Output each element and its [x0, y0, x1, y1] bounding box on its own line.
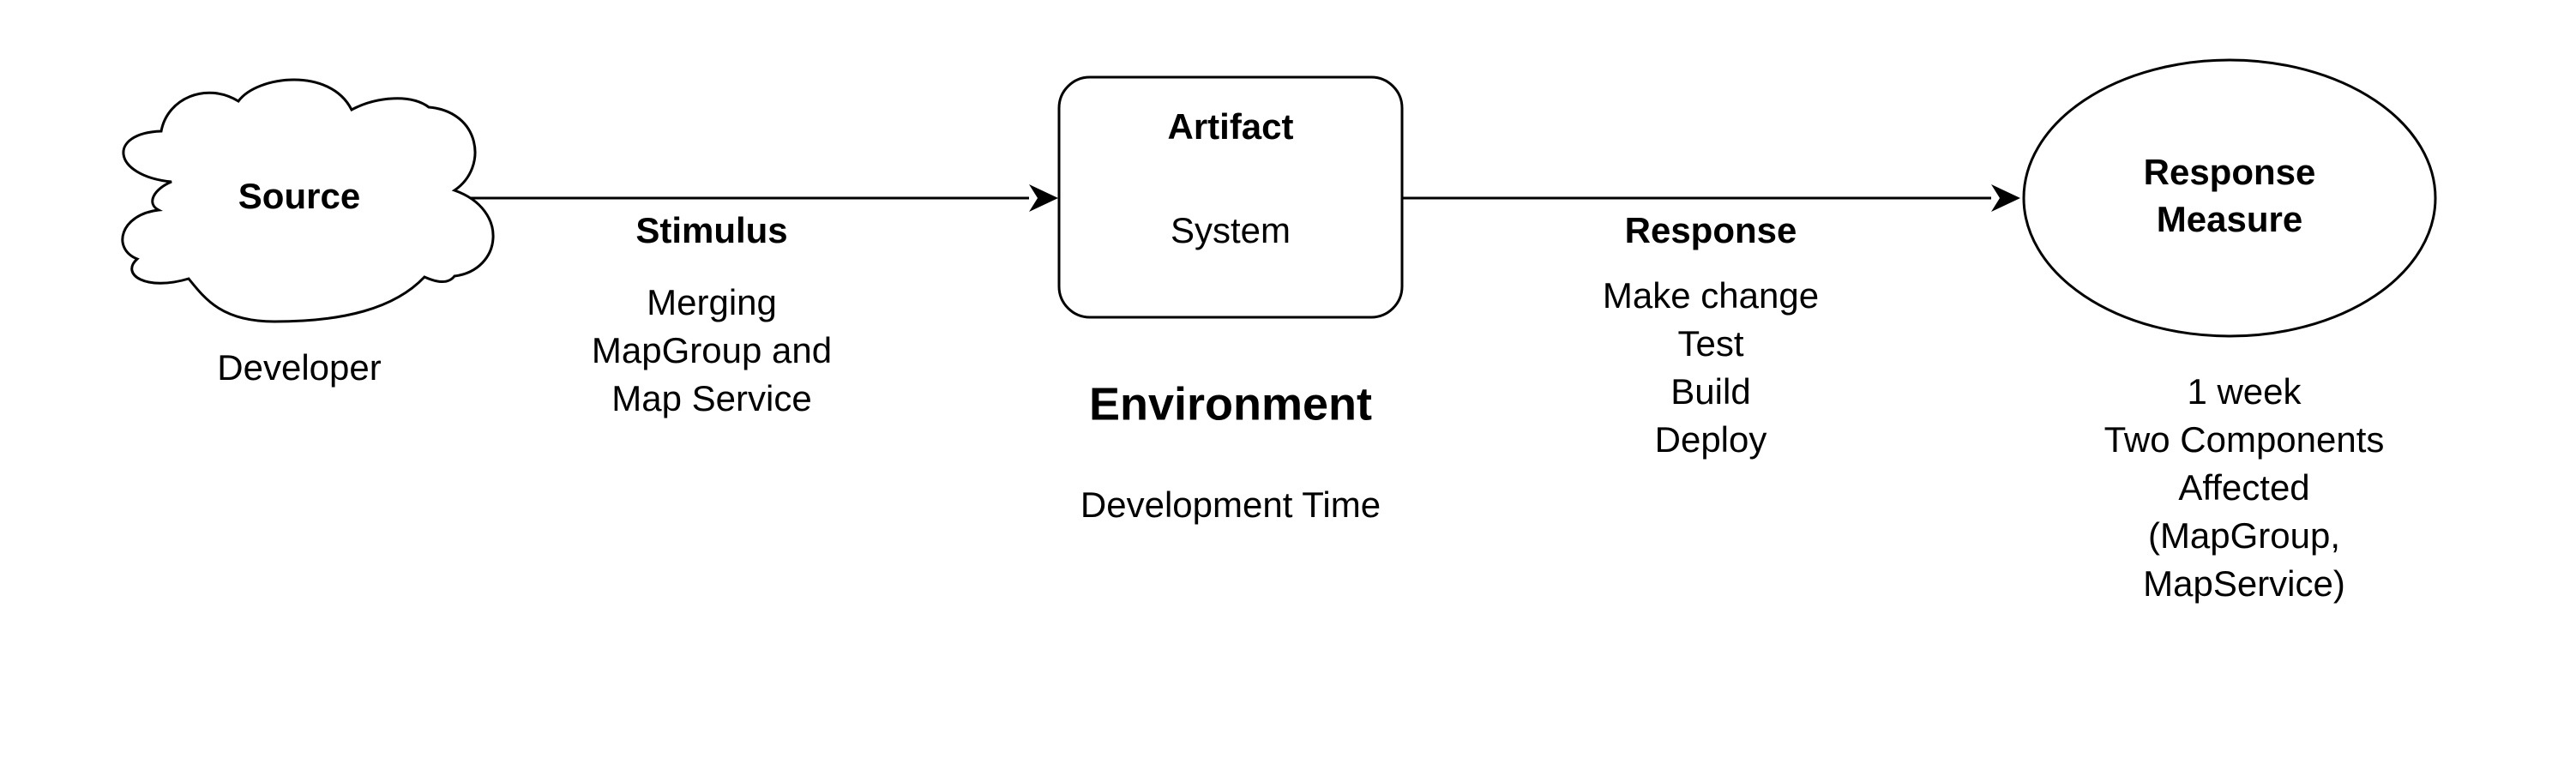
- source-cloud: Source: [121, 78, 495, 323]
- artifact-rect: [1057, 75, 1404, 319]
- stimulus-title: Stimulus: [635, 210, 787, 250]
- response-measure-title-line: Response: [2144, 152, 2316, 192]
- response-line: Deploy: [1655, 419, 1767, 460]
- ellipse-shape: [2022, 58, 2437, 338]
- response-title: Response: [1625, 210, 1797, 250]
- stimulus-arrow: [460, 184, 1058, 212]
- response-measure-title-line: Measure: [2157, 199, 2302, 239]
- response-measure-line: MapService): [2143, 563, 2345, 604]
- cloud-shape: [121, 78, 495, 323]
- response-measure-line: Affected: [2178, 467, 2309, 508]
- response-arrow: [1403, 184, 2020, 212]
- artifact-value: System: [1171, 210, 1291, 250]
- response-measure-line: Two Components: [2104, 419, 2385, 460]
- artifact-box: Artifact System: [1057, 75, 1404, 319]
- environment-title: Environment: [1089, 378, 1372, 430]
- stimulus-line: Merging: [647, 282, 777, 322]
- stimulus-line: Map Service: [611, 378, 811, 418]
- response-measure-ellipse: Response Measure: [2022, 58, 2437, 338]
- environment-value: Development Time: [1080, 484, 1381, 525]
- artifact-title: Artifact: [1167, 106, 1293, 147]
- response-line: Build: [1670, 371, 1750, 412]
- source-value: Developer: [217, 347, 381, 388]
- response-line: Test: [1677, 323, 1743, 364]
- stimulus-line: MapGroup and: [592, 330, 832, 370]
- source-title: Source: [238, 176, 360, 216]
- response-line: Make change: [1603, 275, 1819, 316]
- response-measure-line: 1 week: [2187, 371, 2302, 412]
- response-measure-line: (MapGroup,: [2148, 515, 2340, 556]
